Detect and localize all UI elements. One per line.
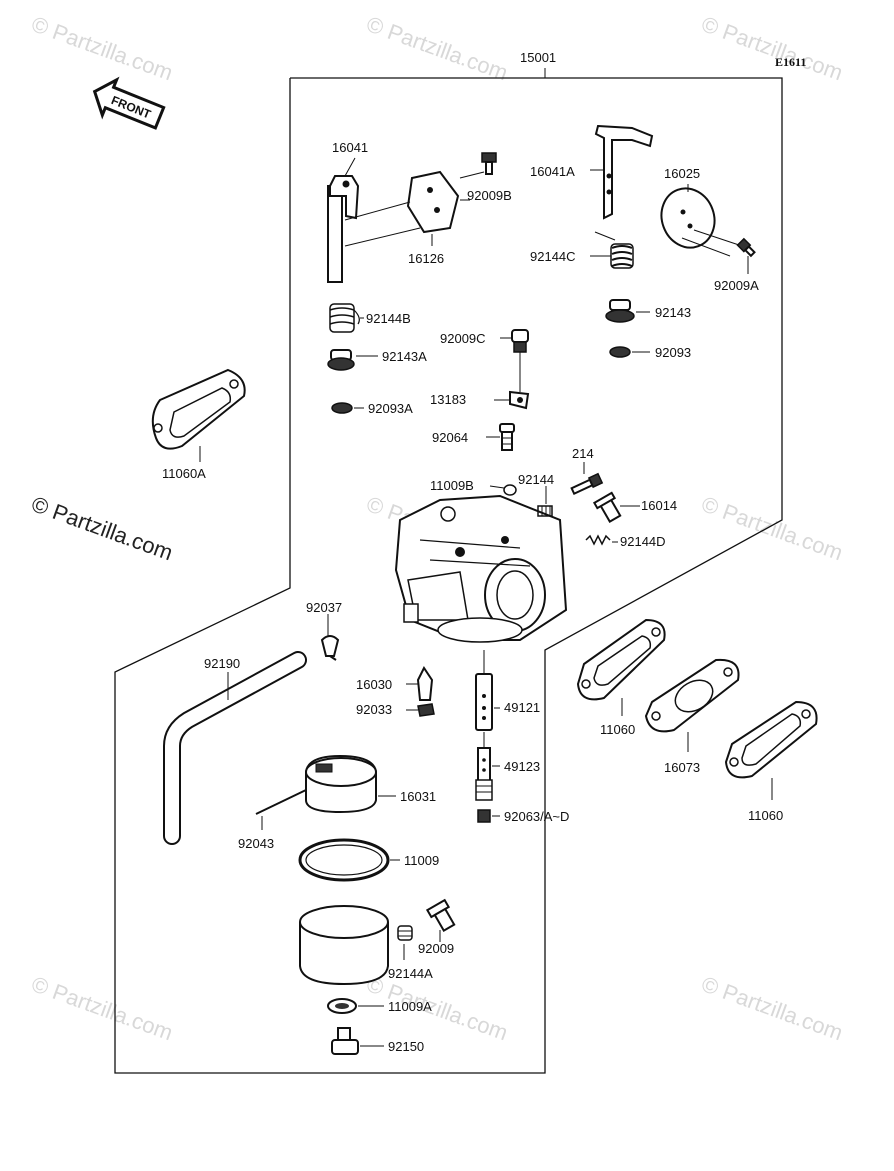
float-bowl-gasket-icon (298, 838, 390, 882)
part-label-92150: 92150 (388, 1039, 424, 1054)
gasket-icon (724, 700, 818, 779)
spring-icon (537, 505, 553, 517)
bolt-icon (425, 898, 456, 932)
spring-icon (329, 303, 360, 333)
throttle-plate-icon (406, 170, 460, 234)
watermark-text: © Partzilla.com (28, 971, 176, 1045)
part-label-11060-right: 11060 (748, 808, 783, 823)
clip-icon (320, 635, 340, 661)
watermark-text: © Partzilla.com (698, 11, 846, 85)
part-label-16126: 16126 (408, 251, 444, 266)
assembly-frame (114, 77, 783, 1074)
part-label-49121: 49121 (504, 700, 540, 715)
spring-icon (585, 534, 611, 546)
part-label-11060-left: 11060 (600, 722, 635, 737)
watermark-text: © Partzilla.com (28, 11, 176, 85)
plug-icon (605, 299, 635, 323)
fuel-hose-icon (163, 651, 307, 845)
screw-icon (570, 472, 604, 496)
part-label-16030: 16030 (356, 677, 392, 692)
float-icon (305, 754, 377, 814)
main-nozzle-icon (475, 747, 493, 801)
part-label-92144C: 92144C (530, 249, 576, 264)
gasket-icon (576, 618, 666, 701)
spring-icon (594, 231, 634, 269)
plug-icon (327, 349, 355, 371)
part-label-16014: 16014 (641, 498, 677, 513)
part-label-16073: 16073 (664, 760, 700, 775)
part-label-92093A: 92093A (368, 401, 413, 416)
part-label-92037: 92037 (306, 600, 342, 615)
washer-icon (609, 346, 631, 358)
washer-icon (331, 402, 353, 414)
o-ring-icon (503, 484, 517, 496)
choke-shaft-icon (594, 124, 654, 220)
part-label-214: 214 (572, 446, 594, 461)
watermark-text: © Partzilla.com (363, 11, 511, 85)
carburetor-body-icon (394, 494, 568, 643)
part-label-92143: 92143 (655, 305, 691, 320)
watermark-text: © Partzilla.com (698, 971, 846, 1045)
part-label-92144B: 92144B (366, 311, 411, 326)
front-arrow-icon: FRONT (92, 76, 166, 130)
bracket-icon (509, 390, 530, 410)
part-label-92033: 92033 (356, 702, 392, 717)
part-label-11009: 11009 (404, 853, 439, 868)
part-label-92144: 92144 (518, 472, 554, 487)
part-label-92009: 92009 (418, 941, 454, 956)
screw-icon (736, 237, 756, 258)
part-label-16041A: 16041A (530, 164, 575, 179)
part-label-16031: 16031 (400, 789, 436, 804)
screw-icon (592, 491, 622, 524)
washer-icon (327, 998, 357, 1014)
insulator-icon (644, 658, 740, 733)
part-label-11009B: 11009B (430, 478, 474, 493)
screw-icon (511, 329, 529, 392)
pin-icon (255, 789, 307, 815)
part-label-92093: 92093 (655, 345, 691, 360)
watermark-text: © Partzilla.com (363, 971, 511, 1045)
screw-icon (499, 423, 515, 451)
part-label-92144D: 92144D (620, 534, 666, 549)
main-jet-icon (477, 809, 491, 823)
part-label-92009B: 92009B (467, 188, 512, 203)
clip-icon (417, 703, 435, 717)
spring-icon (397, 925, 413, 941)
part-label-92143A: 92143A (382, 349, 427, 364)
part-label-92009A: 92009A (714, 278, 759, 293)
part-label-92043: 92043 (238, 836, 274, 851)
part-label-49123: 49123 (504, 759, 540, 774)
part-label-92144A: 92144A (388, 966, 433, 981)
throttle-shaft-icon (327, 175, 360, 283)
part-label-92063: 92063/A~D (504, 809, 569, 824)
gasket-icon (151, 368, 246, 450)
part-label-15001: 15001 (520, 50, 556, 65)
part-label-16025: 16025 (664, 166, 700, 181)
float-bowl-icon (299, 905, 389, 986)
part-label-16041: 16041 (332, 140, 368, 155)
screw-icon (481, 152, 497, 175)
part-label-11060A: 11060A (162, 466, 206, 481)
copyright-text: © Partzilla.com (28, 491, 176, 565)
diagram-code: E1611 (775, 55, 806, 69)
part-label-92009C: 92009C (440, 331, 486, 346)
choke-plate-icon (660, 187, 716, 249)
part-label-92064: 92064 (432, 430, 468, 445)
drain-bolt-icon (331, 1027, 359, 1055)
part-label-13183: 13183 (430, 392, 466, 407)
part-label-92190: 92190 (204, 656, 240, 671)
emulsion-tube-icon (475, 673, 493, 731)
part-label-11009A: 11009A (388, 999, 432, 1014)
needle-valve-icon (416, 666, 434, 701)
